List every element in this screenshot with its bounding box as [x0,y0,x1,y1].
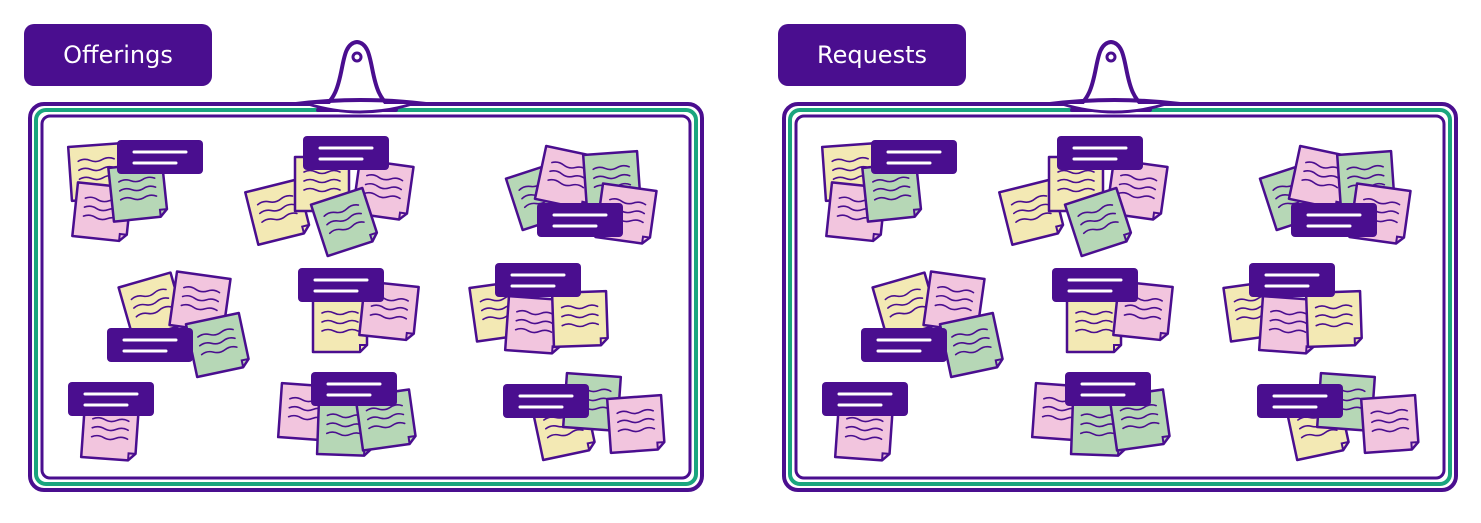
label-tag-icon [1065,372,1151,406]
note-cluster [298,268,420,354]
note-cluster [1052,268,1174,354]
label-tag-icon [1249,263,1335,297]
offerings-title: Offerings [24,24,212,86]
label-tag-icon [822,382,908,416]
note-cluster [822,382,908,462]
label-tag-icon [311,372,397,406]
offerings-board [28,40,704,492]
sticky-note-icon [244,178,311,246]
label-tag-icon [1052,268,1138,302]
label-tag-icon [107,328,193,362]
requests-panel: Requests [754,0,1474,523]
sticky-note-icon [605,393,666,455]
sticky-note-icon [1304,289,1363,349]
sticky-note-icon [550,289,609,349]
note-cluster [1257,371,1420,462]
label-tag-icon [495,263,581,297]
note-cluster [468,263,609,355]
note-cluster [66,140,203,243]
label-tag-icon [1257,384,1343,418]
requests-title: Requests [778,24,966,86]
label-tag-icon [303,136,389,170]
label-tag-icon [871,140,957,174]
requests-board [782,40,1458,492]
sticky-note-icon [1063,186,1133,258]
label-tag-icon [298,268,384,302]
note-cluster [1222,263,1363,355]
sticky-note-icon [184,311,250,379]
note-cluster [107,270,250,379]
note-cluster [820,140,957,243]
hanging-hook-icon [1048,40,1182,114]
note-cluster [276,372,417,457]
note-cluster [503,371,666,462]
note-cluster [861,270,1004,379]
sticky-note-icon [998,178,1065,246]
note-cluster [244,136,415,258]
sticky-note-icon [311,296,369,354]
note-cluster [1258,144,1412,245]
hanging-hook-icon [294,40,428,114]
label-tag-icon [1291,203,1377,237]
note-cluster [1030,372,1171,457]
label-tag-icon [117,140,203,174]
sticky-note-icon [309,186,379,258]
sticky-note-icon [107,161,169,223]
sticky-note-icon [1359,393,1420,455]
label-tag-icon [1057,136,1143,170]
note-cluster [504,144,658,245]
offerings-panel: Offerings [0,0,720,523]
label-tag-icon [861,328,947,362]
label-tag-icon [68,382,154,416]
note-cluster [998,136,1169,258]
sticky-note-icon [1065,296,1123,354]
label-tag-icon [503,384,589,418]
note-cluster [68,382,154,462]
sticky-note-icon [938,311,1004,379]
label-tag-icon [537,203,623,237]
